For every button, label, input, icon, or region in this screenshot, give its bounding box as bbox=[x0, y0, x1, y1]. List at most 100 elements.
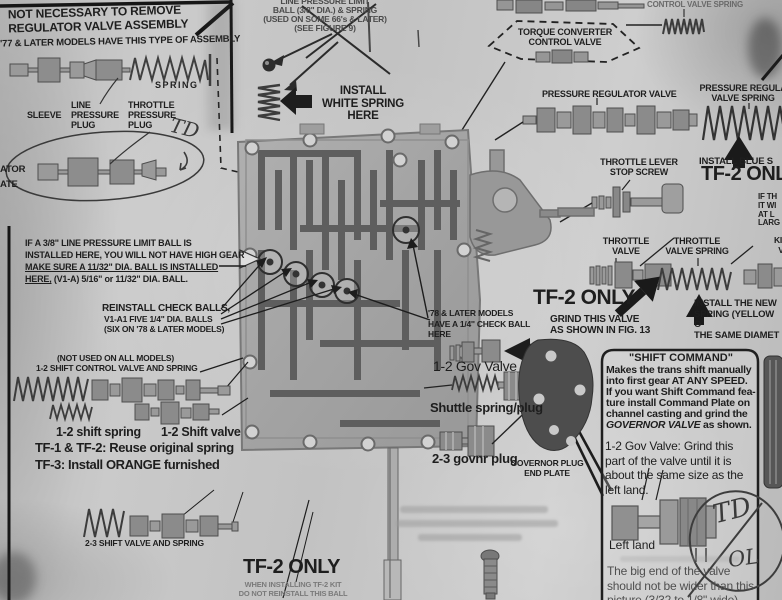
install-new-spring-note: INSTALL THE NEW SPRING (YELLOW O THE SAM… bbox=[694, 298, 780, 341]
install-white-spring-note: INSTALL WHITE SPRING HERE bbox=[322, 85, 404, 122]
crossout-x-icon bbox=[305, 3, 377, 59]
big-end-note: The big end of the valve should not be w… bbox=[607, 564, 754, 600]
tf12-note: TF-1 & TF-2: Reuse original spring bbox=[35, 440, 234, 455]
body-line: GOVERNOR VALVE as shown. bbox=[606, 418, 752, 431]
body-line: Makes the trans shift manually bbox=[606, 364, 752, 376]
spring-label: SPRING bbox=[155, 80, 199, 90]
tf2-grind-heading: TF-2 ONLY bbox=[533, 286, 636, 309]
valve-body-photo bbox=[236, 123, 595, 600]
throttle-valve-label: THROTTLE VALVE bbox=[602, 236, 650, 256]
body-line: channel casting and grind the bbox=[606, 407, 748, 420]
governor-group bbox=[423, 338, 613, 497]
later-models-note: '78 & LATER MODELS HAVE A 1/4'' CHECK BA… bbox=[428, 308, 531, 339]
shift23-label: 2-3 SHIFT VALVE AND SPRING bbox=[85, 538, 204, 548]
spring-icon bbox=[472, 229, 494, 262]
not-used-note: (NOT USED ON ALL MODELS) bbox=[57, 353, 175, 363]
spring-icon bbox=[83, 508, 125, 538]
bolt-holes bbox=[242, 128, 472, 452]
grind-note: 1-2 Gov Valve: Grind this part of the va… bbox=[605, 439, 744, 497]
valve-icon bbox=[129, 513, 239, 539]
shift-control-label: 1-2 SHIFT CONTROL VALVE AND SPRING bbox=[36, 363, 198, 373]
spring-icon bbox=[662, 18, 705, 35]
tf2-only-heading-right: TF-2 ONL bbox=[701, 163, 782, 185]
arrow-icon bbox=[614, 276, 660, 318]
governor-plate-label: GOVERNOR PLUG END PLATE bbox=[510, 458, 584, 478]
tf2-bottom-sub: WHEN INSTALLING TF-2 KIT DO NOT REINSTAL… bbox=[238, 580, 348, 598]
spring-icon bbox=[657, 267, 732, 291]
casting-channels bbox=[258, 150, 460, 427]
arrow-icon bbox=[686, 294, 712, 325]
check-ball-icon bbox=[266, 226, 410, 295]
spring-icon bbox=[257, 83, 281, 122]
limit-ball-warning: IF A 3/8" LINE PRESSURE LIMIT BALL IS IN… bbox=[25, 237, 244, 285]
pressure-regulator-valve-label: PRESSURE REGULATOR VALVE bbox=[542, 89, 677, 99]
regulator-assembly-parts bbox=[5, 54, 239, 202]
handwritten-initials: OL bbox=[726, 543, 761, 573]
reinstall-check-balls-sub: V1-A1 FIVE 1/4" DIA. BALLS (SIX ON '78 &… bbox=[104, 314, 225, 334]
arrow-icon bbox=[280, 87, 312, 115]
handwriting-arrow-icon bbox=[179, 151, 188, 171]
valve-icon bbox=[134, 401, 220, 425]
shift-command-body: Makes the trans shift manually into firs… bbox=[606, 365, 756, 430]
spring-icon bbox=[701, 105, 782, 141]
gov-valve-label: 1-2 Gov Valve bbox=[433, 358, 517, 374]
warning-line: IF A 3/8" LINE PRESSURE LIMIT BALL IS bbox=[25, 238, 192, 248]
body-line: If you want Shift Command fea- bbox=[606, 385, 756, 398]
kickdown-fragment: KIC V bbox=[773, 235, 782, 255]
spring-icon bbox=[49, 401, 93, 423]
throttle-valve-spring-label: THROTTLE VALVE SPRING bbox=[665, 236, 729, 256]
govnr-plug-label: 2-3 govnr plug bbox=[432, 451, 518, 466]
check-ball-locations bbox=[257, 216, 420, 304]
valve-icon bbox=[449, 339, 501, 363]
manual-shaft bbox=[383, 447, 402, 600]
sleeve-label: SLEEVE bbox=[27, 110, 62, 120]
shift-command-panel bbox=[600, 348, 782, 600]
print-through-text bbox=[396, 506, 740, 562]
pointer-arrows bbox=[181, 238, 431, 599]
torque-converter-label: TORQUE CONVERTER CONTROL VALVE bbox=[517, 27, 613, 47]
tf2-only-bottom: TF-2 ONLY bbox=[243, 556, 341, 578]
body-line: into first gear AT ANY SPEED. bbox=[606, 374, 748, 387]
valve-icon bbox=[743, 263, 782, 289]
spring-icon bbox=[13, 376, 89, 402]
pressure-regulator-spring-label: PRESSURE REGULA VALVE SPRING bbox=[699, 83, 782, 103]
tf3-note: TF-3: Install ORANGE furnished bbox=[35, 457, 220, 472]
pressure-regulator-group bbox=[494, 98, 782, 168]
crossout-x-icon bbox=[301, 5, 391, 75]
reinstall-check-balls-heading: REINSTALL CHECK BALLS, bbox=[102, 303, 231, 314]
line-pressure-plug-label: LINE PRESSURE PLUG bbox=[71, 100, 119, 130]
shift-command-title: "SHIFT COMMAND" bbox=[629, 352, 733, 364]
warning-line: MAKE SURE A 11/32" DIA. BALL IS INSTALLE… bbox=[25, 262, 219, 272]
warning-line: HERE, (V1-A) 5/16" or 11/32" DIA. BALL. bbox=[25, 274, 188, 284]
warning-line: INSTALLED HERE, YOU WILL NOT HAVE HIGH G… bbox=[25, 250, 245, 260]
throttle-lever-assembly bbox=[469, 149, 595, 262]
throttle-lever-stop-screw-label: THROTTLE LEVER STOP SCREW bbox=[600, 157, 678, 177]
limit-ball-crossout bbox=[257, 3, 391, 122]
shift-spring-label: 1-2 shift spring bbox=[56, 425, 141, 439]
limit-ball-note-crossed: LINE PRESSURE LIMIT BALL (3/8" DIA.) & S… bbox=[263, 0, 387, 33]
stop-screw-icon bbox=[591, 183, 684, 218]
valve-icon bbox=[91, 377, 231, 403]
tf2-grind-body: GRIND THIS VALVE AS SHOWN IN FIG. 13 bbox=[550, 314, 651, 336]
throttle-group bbox=[559, 179, 782, 325]
shift-valve-parts bbox=[13, 376, 500, 600]
check-ball-icon bbox=[262, 58, 276, 72]
panel-heading: NOT NECESSARY TO REMOVE REGULATOR VALVE … bbox=[7, 2, 189, 36]
command-plate-photo bbox=[763, 355, 782, 489]
edge-fragment: ATOR bbox=[0, 164, 26, 175]
governor-plate-icon bbox=[518, 338, 594, 451]
throttle-pressure-plug-label: THROTTLE PRESSURE PLUG bbox=[128, 100, 176, 130]
handwriting-circle-icon bbox=[687, 490, 782, 598]
left-land-label: Left land bbox=[609, 538, 656, 552]
torque-converter-group bbox=[461, 0, 705, 131]
install-blue-spring-note: INSTALL BLUE S bbox=[699, 156, 773, 167]
shift-valve-label: 1-2 Shift valve bbox=[161, 425, 241, 439]
arrow-icon bbox=[724, 136, 754, 168]
edge-fragment: ATE bbox=[0, 179, 18, 190]
white-arrow-icon bbox=[239, 249, 262, 269]
bolt-icon bbox=[480, 549, 500, 600]
clipped-right-note: IF TH IT WI AT L LARG bbox=[758, 192, 780, 228]
